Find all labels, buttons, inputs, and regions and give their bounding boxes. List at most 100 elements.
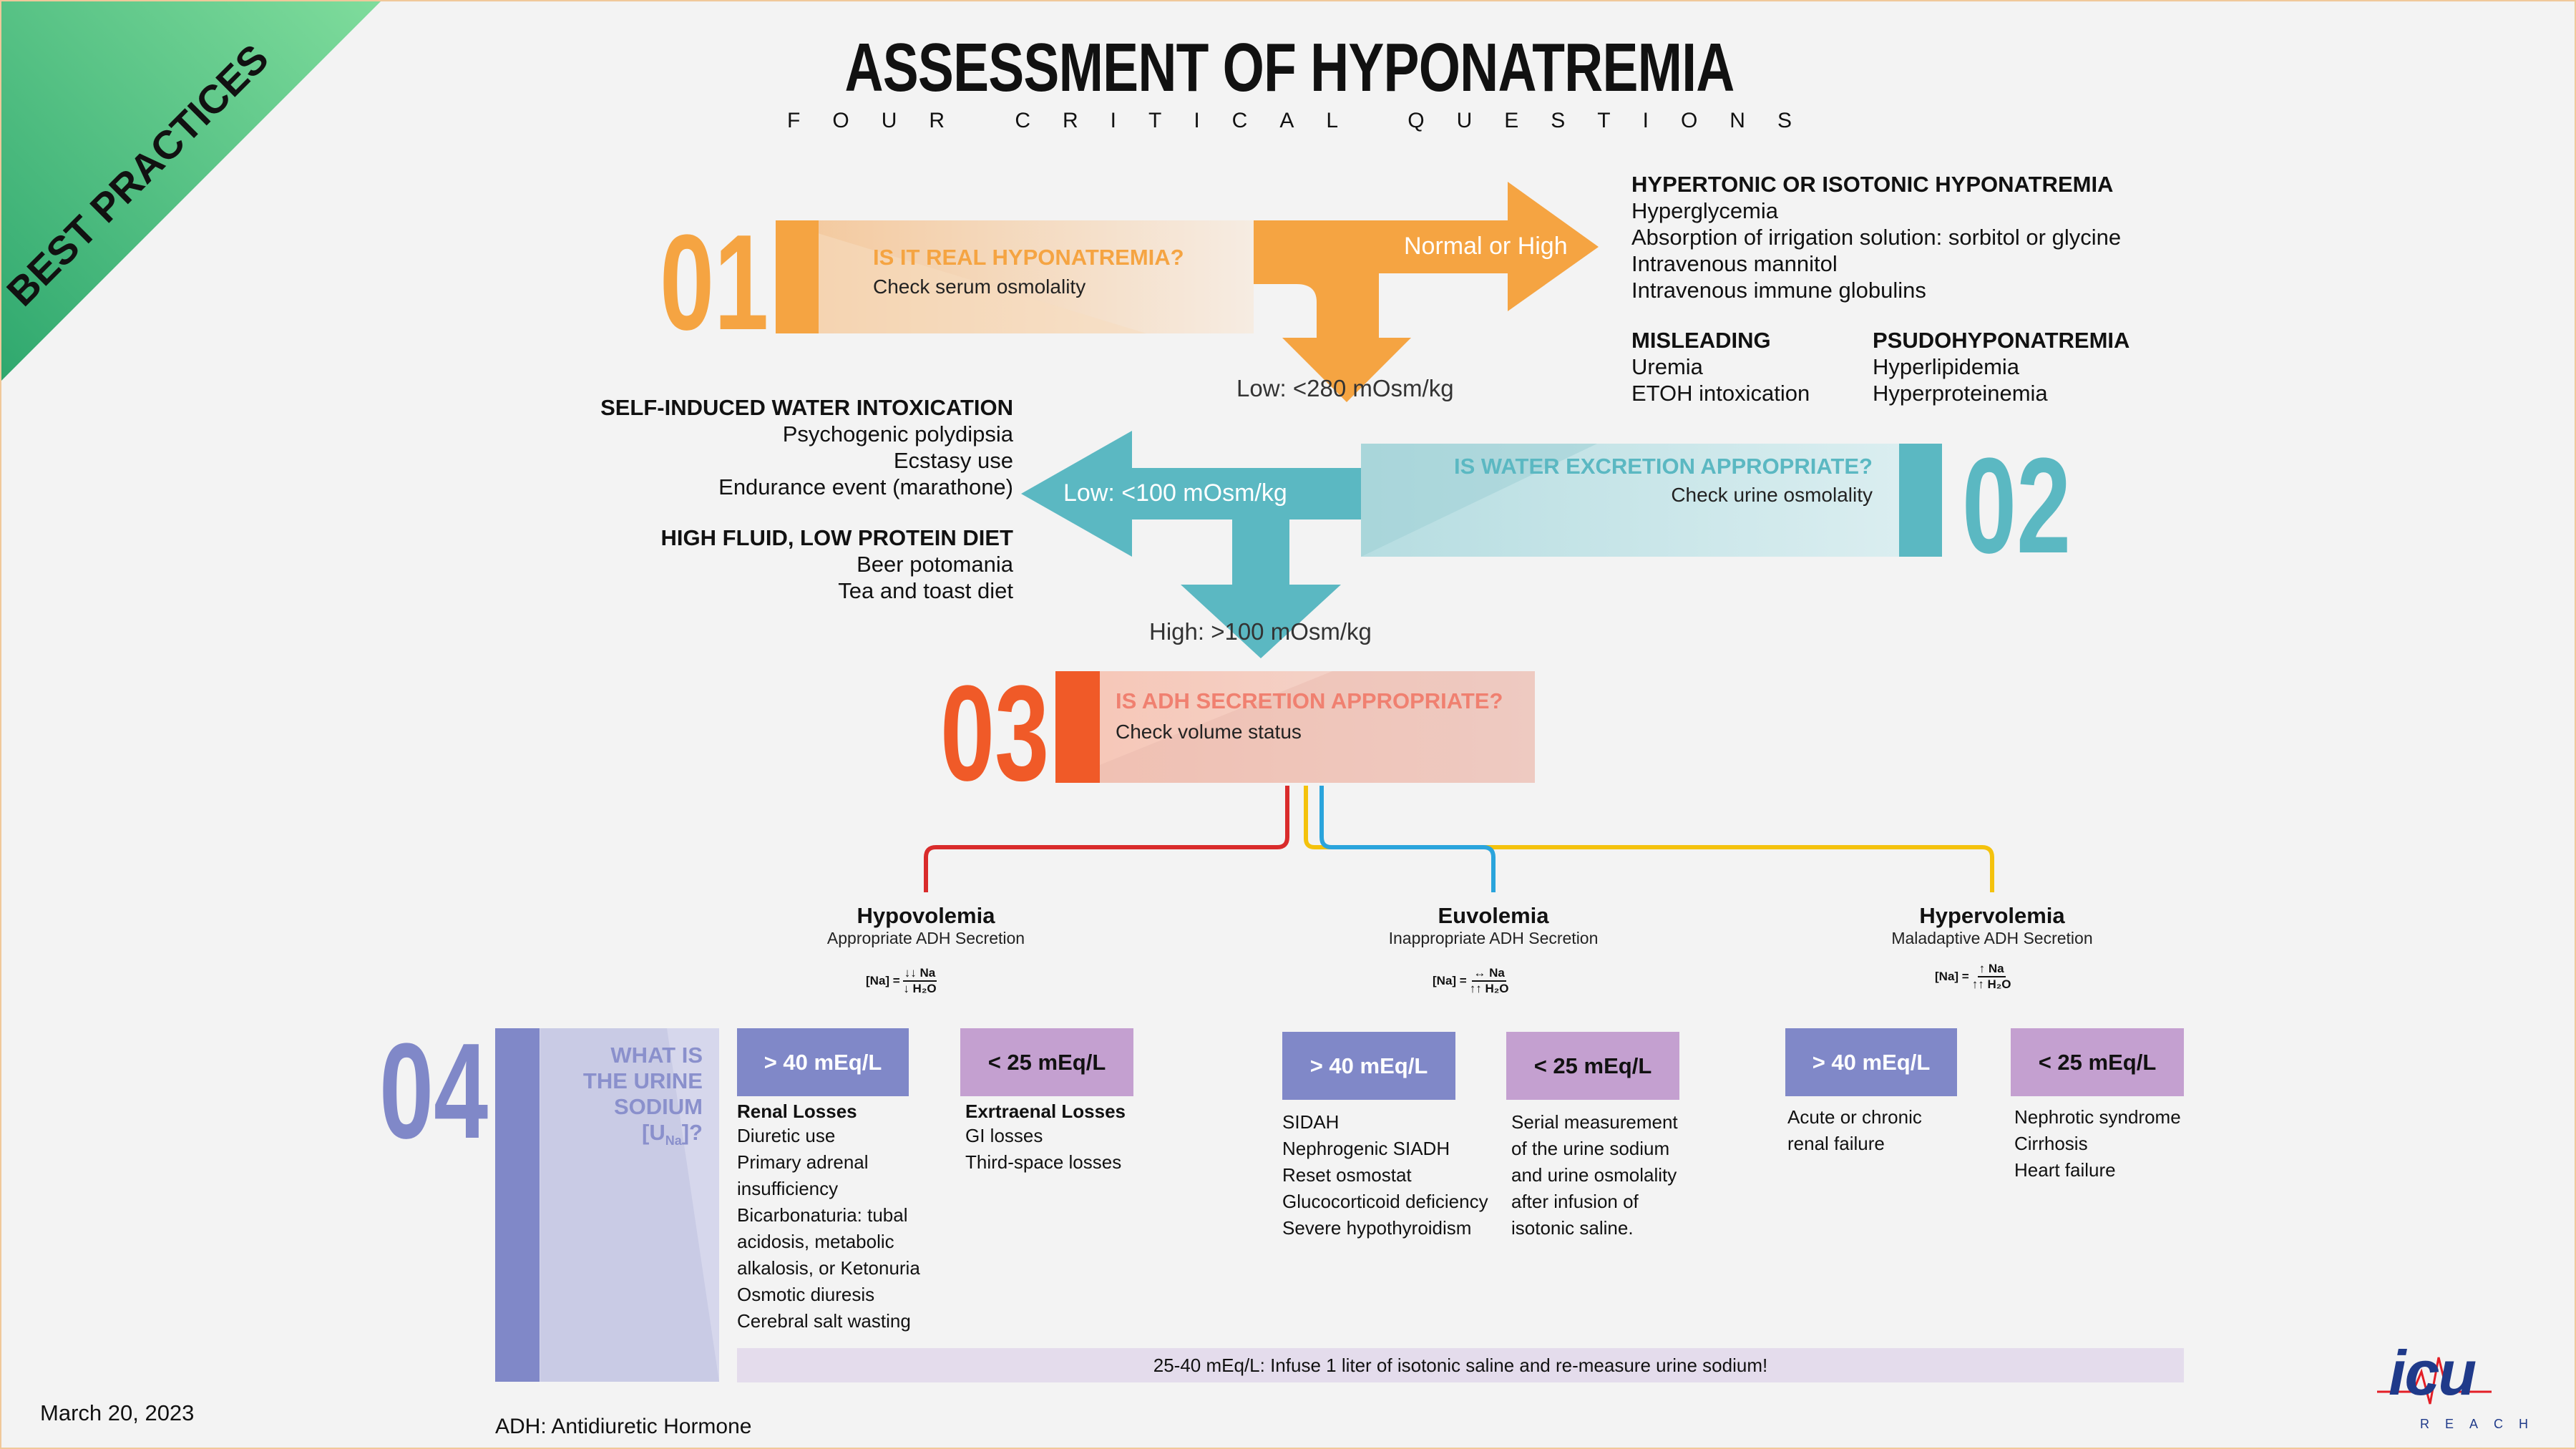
self-induced-item: Psychogenic polydipsia [782,421,1013,447]
self-induced-item: Endurance event (marathone) [718,474,1013,499]
list-item: alkalosis, or Ketonuria [737,1257,920,1279]
hypervolemia-desc: Maladaptive ADH Secretion [1891,929,2093,947]
list-item: Osmotic diuresis [737,1284,875,1305]
q3-accent-bar [1055,671,1100,783]
q2-title: IS WATER EXCRETION APPROPRIATE? [1453,454,1873,479]
connector-euvolemia [1319,786,1496,892]
list-item: Primary adrenal [737,1151,869,1173]
formula-lhs: [Na] = [1433,974,1467,987]
q2-accent-bar [1899,444,1942,557]
euvolemia-name: Euvolemia [1438,903,1549,928]
pseudo-heading: PSUDOHYPONATREMIA [1873,328,2130,353]
ecg-line [2377,1357,2492,1405]
hypo-low-list: Exrtraenal Losses GI losses Third-space … [965,1101,1126,1176]
hypertonic-item: Absorption of irrigation solution: sorbi… [1631,225,2122,250]
formula-fraction: ↔ Na ↑↑ H₂O [1470,966,1509,996]
self-induced-block: SELF-INDUCED WATER INTOXICATION Psychoge… [502,395,1013,500]
q2-number: 02 [1962,430,2072,582]
icu-logo-sub: REACH [2420,1417,2545,1431]
list-item: Glucocorticoid deficiency [1282,1191,1488,1212]
footer-note: 25-40 mEq/L: Infuse 1 liter of isotonic … [1153,1354,1768,1376]
euvo-low-list: Serial measurement of the urine sodium a… [1511,1109,1678,1241]
q3-subtitle: Check volume status [1116,721,1302,743]
q2-subtitle: Check urine osmolality [1671,484,1873,506]
formula-denominator: ↓ H₂O [903,982,937,995]
hyper-high-list: Acute or chronic renal failure [1787,1104,1922,1157]
list-item: Serial measurement [1511,1111,1678,1133]
hypovolemia-header: Hypovolemia Appropriate ADH Secretion [783,903,1069,948]
euvolemia-desc: Inappropriate ADH Secretion [1388,929,1599,947]
hyper-low-box: < 25 mEq/L [2011,1028,2184,1096]
misleading-item: ETOH intoxication [1631,381,1810,406]
misleading-heading: MISLEADING [1631,328,1771,353]
q4-number: 04 [379,1015,489,1167]
list-item: Acute or chronic [1787,1106,1922,1128]
list-item: renal failure [1787,1133,1885,1154]
euvo-high-list: SIDAH Nephrogenic SIADH Reset osmostat G… [1282,1109,1488,1241]
q4-line-urine-sodium: [UNa]? [642,1120,703,1148]
list-item: Bicarbonaturia: tubal [737,1204,908,1226]
list-item: Nephrogenic SIADH [1282,1138,1450,1159]
euvolemia-header: Euvolemia Inappropriate ADH Secretion [1350,903,1636,948]
high-fluid-block: HIGH FLUID, LOW PROTEIN DIET Beer potoma… [502,525,1013,604]
list-item: Nephrotic syndrome [2014,1106,2181,1128]
hypovolemia-desc: Appropriate ADH Secretion [826,929,1025,947]
list-item: of the urine sodium [1511,1138,1670,1159]
formula-denominator: ↑↑ H₂O [1469,982,1509,995]
list-item: after infusion of [1511,1191,1639,1212]
q1-title: IS IT REAL HYPONATREMIA? [873,245,1184,270]
list-item: Cirrhosis [2014,1133,2088,1154]
q3-number: 03 [940,658,1050,809]
list-item: Third-space losses [965,1151,1122,1173]
q4-line: SODIUM [614,1094,703,1119]
hypovolemia-formula: [Na] = ↓↓ Na ↓ H₂O [866,966,937,996]
formula-fraction: ↓↓ Na ↓ H₂O [902,966,937,996]
list-item: GI losses [965,1125,1043,1146]
footer-note-band [737,1348,2184,1382]
q1-low-label: Low: <280 mOsm/kg [1236,375,1454,401]
page-title: ASSESSMENT OF HYPONATREMIA [844,29,1735,106]
high-fluid-heading: HIGH FLUID, LOW PROTEIN DIET [660,525,1013,550]
hyper-low-list: Nephrotic syndrome Cirrhosis Heart failu… [2014,1104,2181,1184]
list-item: isotonic saline. [1511,1217,1634,1239]
q4-line: THE URINE [582,1068,703,1093]
pseudo-block: PSUDOHYPONATREMIA Hyperlipidemia Hyperpr… [1873,328,2129,406]
self-induced-heading: SELF-INDUCED WATER INTOXICATION [600,395,1013,420]
formula-lhs: [Na] = [866,974,900,987]
hypertonic-item: Intravenous mannitol [1631,251,1838,276]
q2-arrow-left [1021,431,1361,557]
date: March 20, 2023 [40,1400,195,1425]
list-item: acidosis, metabolic [737,1231,894,1252]
q2-low-label: Low: <100 mOsm/kg [1063,479,1287,507]
hypertonic-item: Intravenous immune globulins [1631,278,1926,303]
high-fluid-item: Tea and toast diet [838,578,1013,603]
q3-title: IS ADH SECRETION APPROPRIATE? [1116,688,1503,713]
list-item: and urine osmolality [1511,1164,1677,1186]
hypo-low-box: < 25 mEq/L [960,1028,1133,1096]
connector-hypervolemia [1304,786,1994,892]
hypovolemia-name: Hypovolemia [857,903,995,928]
q4-question: WHAT IS THE URINE SODIUM [UNa]? [545,1043,703,1153]
q2-arrow-down [1181,519,1341,658]
list-heading: Renal Losses [737,1101,857,1122]
q4-accent-bar [495,1028,540,1382]
formula-numerator: ↔ Na [1472,966,1506,982]
corner-ribbon [1,1,381,381]
hypo-high-list: Renal Losses Diuretic use Primary adrena… [737,1101,920,1335]
list-item: SIDAH [1282,1111,1340,1133]
list-item: Severe hypothyroidism [1282,1217,1472,1239]
list-item: Heart failure [2014,1159,2116,1181]
q1-high-label: Normal or High [1404,233,1568,260]
hypo-high-box: > 40 mEq/L [737,1028,909,1096]
icu-logo: icu [2389,1337,2477,1408]
connector-hypovolemia [924,786,1289,892]
formula-lhs: [Na] = [1935,970,1969,983]
high-fluid-item: Beer potomania [857,552,1013,577]
q1-arrow-right [1254,182,1599,311]
self-induced-item: Ecstasy use [893,448,1013,473]
misleading-item: Uremia [1631,354,1703,379]
hypervolemia-name: Hypervolemia [1919,903,2065,928]
q3-box [1055,671,1535,783]
hyper-high-box: > 40 mEq/L [1785,1028,1957,1096]
